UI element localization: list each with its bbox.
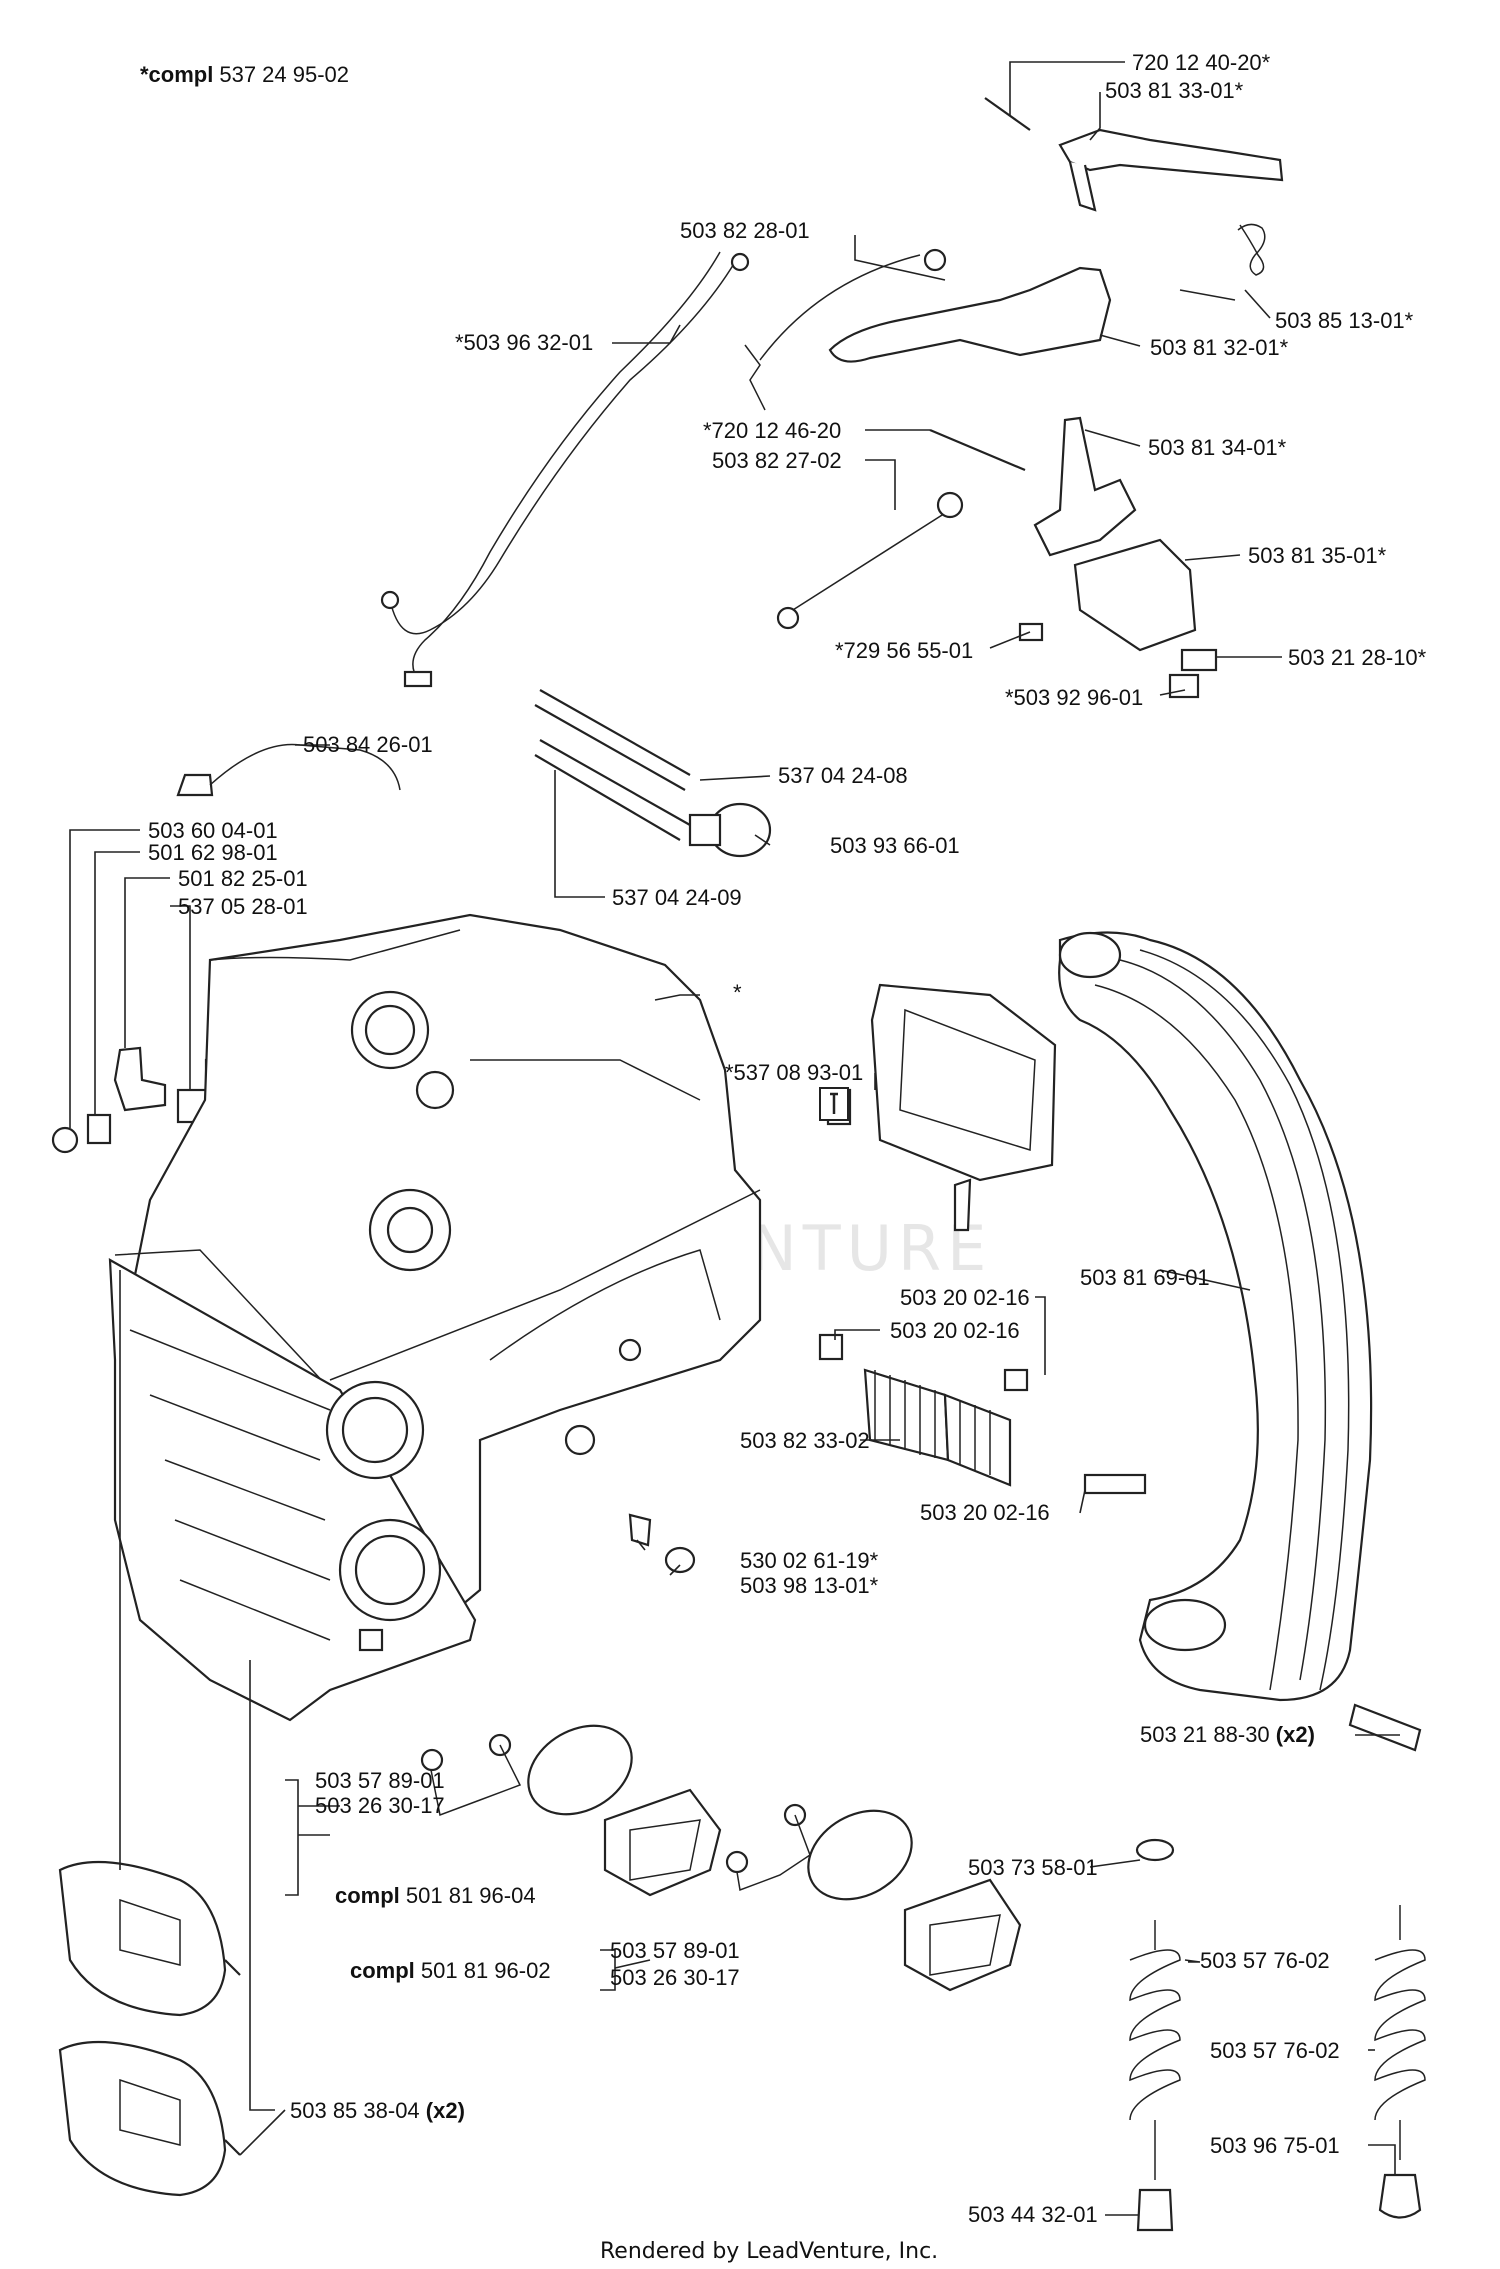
label-50320021c: 503 20 02-16 (920, 1500, 1050, 1525)
label-50382332: 503 82 33-02 (740, 1428, 870, 1453)
label-50393661: 503 93 66-01 (830, 833, 960, 858)
label-50321281: 503 21 28-10* (1288, 645, 1427, 670)
label-50357762a: 503 57 76-02 (1200, 1948, 1330, 1973)
air-filter-cover (826, 983, 1057, 1232)
label-compl-number-a: 501 81 96-04 (400, 1883, 536, 1908)
label-50321883: 503 21 88-30 (x2) (1140, 1722, 1315, 1747)
label-50344321: 503 44 32-01 (968, 2202, 1098, 2227)
label-50381691: 503 81 69-01 (1080, 1265, 1210, 1290)
label-50385384-number: 503 85 38-04 (290, 2098, 426, 2123)
label-compl-prefix-b: compl (350, 1958, 415, 1983)
label-50396321: *503 96 32-01 (455, 330, 593, 355)
label-72956551: *729 56 55-01 (835, 638, 973, 663)
kit-prefix: *compl (140, 62, 213, 87)
leader-lines (69, 61, 1400, 2216)
label-50357891b: 503 57 89-01 (610, 1938, 740, 1963)
kit-number: 537 24 95-02 (219, 62, 349, 87)
front-handle (1058, 931, 1422, 1752)
label-50321883-qty: (x2) (1276, 1722, 1315, 1747)
label-50384261: 503 84 26-01 (303, 732, 433, 757)
fuel-hose-group (176, 689, 772, 858)
label-50320021a: 503 20 02-16 (900, 1285, 1030, 1310)
label-50381351: 503 81 35-01* (1248, 543, 1387, 568)
label-53705281: 537 05 28-01 (178, 894, 308, 919)
throttle-trigger-group (744, 248, 1112, 411)
av-mount-left (58, 1860, 241, 2197)
label-50385384: 503 85 38-04 (x2) (290, 2098, 465, 2123)
label-50396751: 503 96 75-01 (1210, 2133, 1340, 2158)
label-53704249: 537 04 24-09 (612, 885, 742, 910)
label-50357891a: 503 57 89-01 (315, 1768, 445, 1793)
label-compl-prefix-a: compl (335, 1883, 400, 1908)
label-compl-number-b: 501 81 96-02 (415, 1958, 551, 1983)
label-50326301b: 503 26 30-17 (610, 1965, 740, 1990)
fuel-pickup-springs (1129, 1838, 1426, 2232)
fuel-cap-assembly-1 (420, 1724, 722, 1897)
label-50162981: 501 62 98-01 (148, 840, 278, 865)
label-72012462: *720 12 46-20 (703, 418, 841, 443)
label-53704248: 537 04 24-08 (778, 763, 908, 788)
label-72012402: 720 12 40-20* (1132, 50, 1271, 75)
oil-cap-assembly (725, 1803, 1022, 1992)
label-50360041: 503 60 04-01 (148, 818, 278, 843)
label-50382281: 503 82 28-01 (680, 218, 810, 243)
label-50373581: 503 73 58-01 (968, 1855, 1098, 1880)
label-compl-50181962: compl 501 81 96-02 (350, 1958, 551, 1983)
label-compl-50181964: compl 501 81 96-04 (335, 1883, 536, 1908)
footer-credit: Rendered by LeadVenture, Inc. (600, 2239, 938, 2264)
label-50357762b: 503 57 76-02 (1210, 2038, 1340, 2063)
wrench-icon (819, 1087, 849, 1121)
label-50385384-qty: (x2) (426, 2098, 465, 2123)
label-50392961: *503 92 96-01 (1005, 685, 1143, 710)
label-50398131: 503 98 13-01* (740, 1573, 879, 1598)
label-50326301a: 503 26 30-17 (315, 1793, 445, 1818)
label-50320021b: 503 20 02-16 (890, 1318, 1020, 1343)
tank-front-face (108, 1258, 477, 1722)
label-50182251: 501 82 25-01 (178, 866, 308, 891)
label-53002611: 530 02 61-19* (740, 1548, 879, 1573)
label-53708931: *537 08 93-01 (725, 1060, 863, 1085)
throttle-lockout-group (984, 97, 1284, 301)
label-50385131: 503 85 13-01* (1275, 308, 1414, 333)
label-50321883-number: 503 21 88-30 (1140, 1722, 1276, 1747)
label-50381341: 503 81 34-01* (1148, 435, 1287, 460)
label-50381331: 503 81 33-01* (1105, 78, 1244, 103)
label-50381321: 503 81 32-01* (1150, 335, 1289, 360)
label-50382272: 503 82 27-02 (712, 448, 842, 473)
av-spring-assembly (628, 1333, 1147, 1574)
label-star: * (733, 980, 742, 1005)
part-labels: 720 12 40-20* 503 81 33-01* 503 82 28-01… (148, 50, 1427, 2227)
wire-harness (380, 251, 750, 688)
